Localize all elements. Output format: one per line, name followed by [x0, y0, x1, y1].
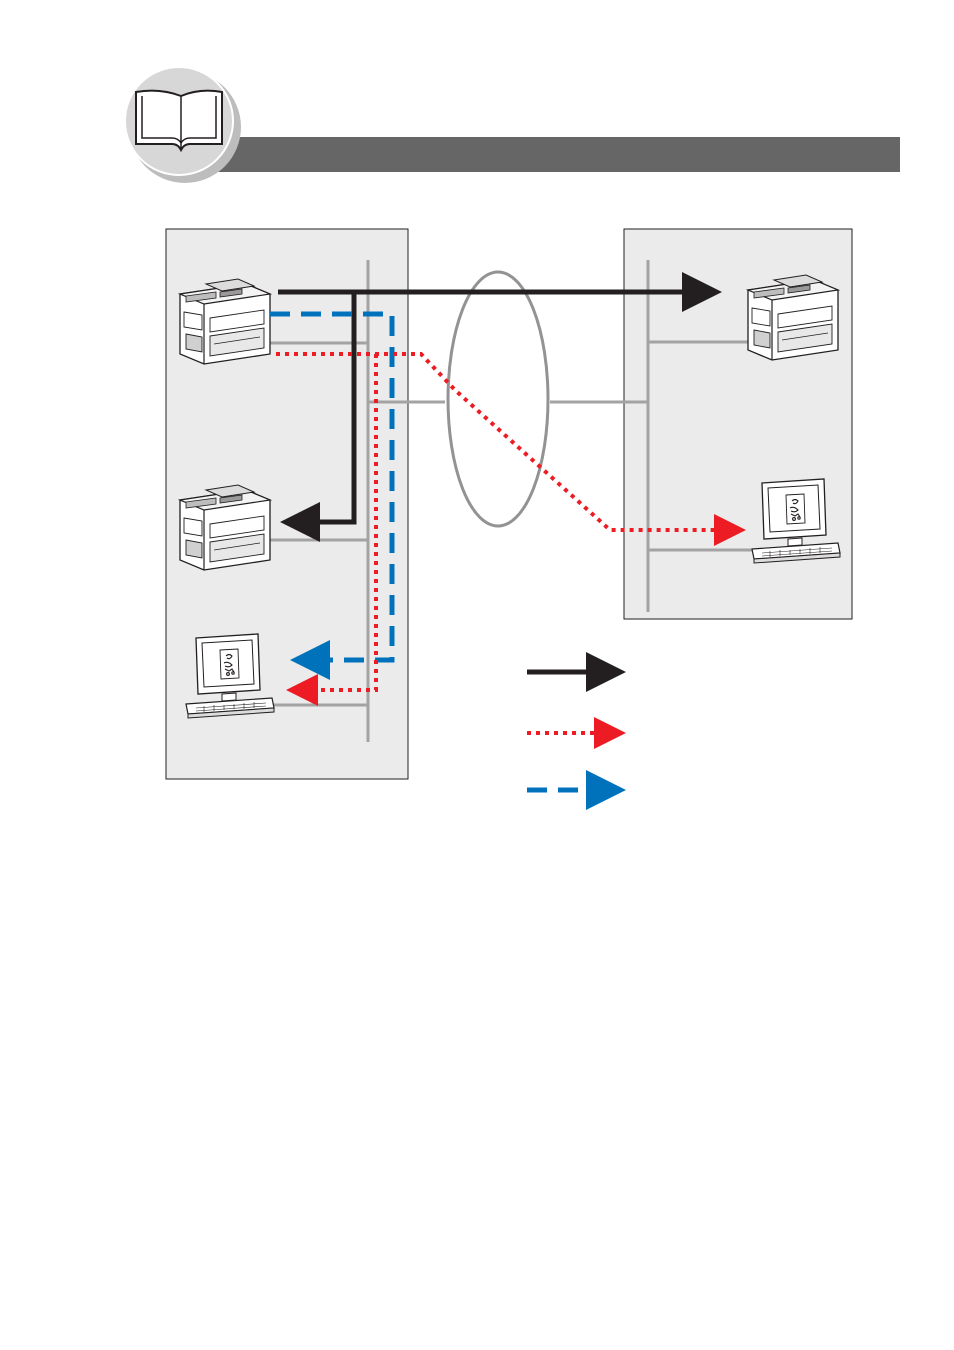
- section-header: [125, 67, 900, 183]
- fax-machine-icon: [748, 275, 838, 360]
- fax-machine-icon: [180, 279, 270, 364]
- open-book-icon: [125, 67, 241, 183]
- fax-machine-icon: [180, 485, 270, 570]
- remote-network-panel: [550, 229, 852, 619]
- legend: [527, 672, 618, 790]
- internet-ellipse: [448, 272, 548, 526]
- header-bar: [158, 137, 900, 172]
